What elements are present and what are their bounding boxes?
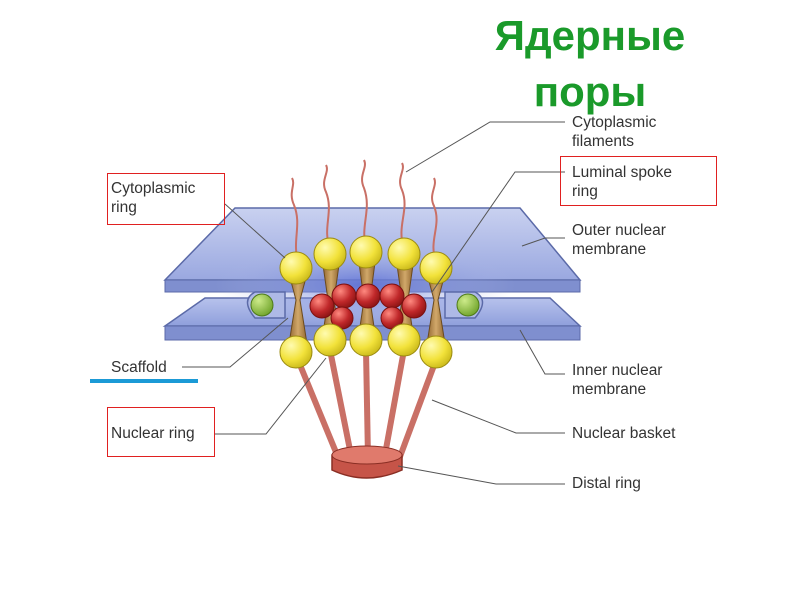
highlight-box-luminal-spoke-ring <box>560 156 717 206</box>
label-scaffold: Scaffold <box>111 358 167 377</box>
highlight-box-nuclear-ring <box>107 407 215 457</box>
right-anchor-bead <box>457 294 479 316</box>
scaffold-underline <box>90 379 198 383</box>
label-inner-nuclear-membrane: Inner nuclear membrane <box>572 361 662 399</box>
label-nuclear-basket: Nuclear basket <box>572 424 675 443</box>
left-anchor-bead <box>251 294 273 316</box>
label-outer-nuclear-membrane: Outer nuclear membrane <box>572 221 666 259</box>
distal-ring-top <box>332 446 402 464</box>
label-distal-ring: Distal ring <box>572 474 641 493</box>
label-cytoplasmic-filaments: Cytoplasmic filaments <box>572 113 656 151</box>
highlight-box-cytoplasmic-ring <box>107 173 225 225</box>
